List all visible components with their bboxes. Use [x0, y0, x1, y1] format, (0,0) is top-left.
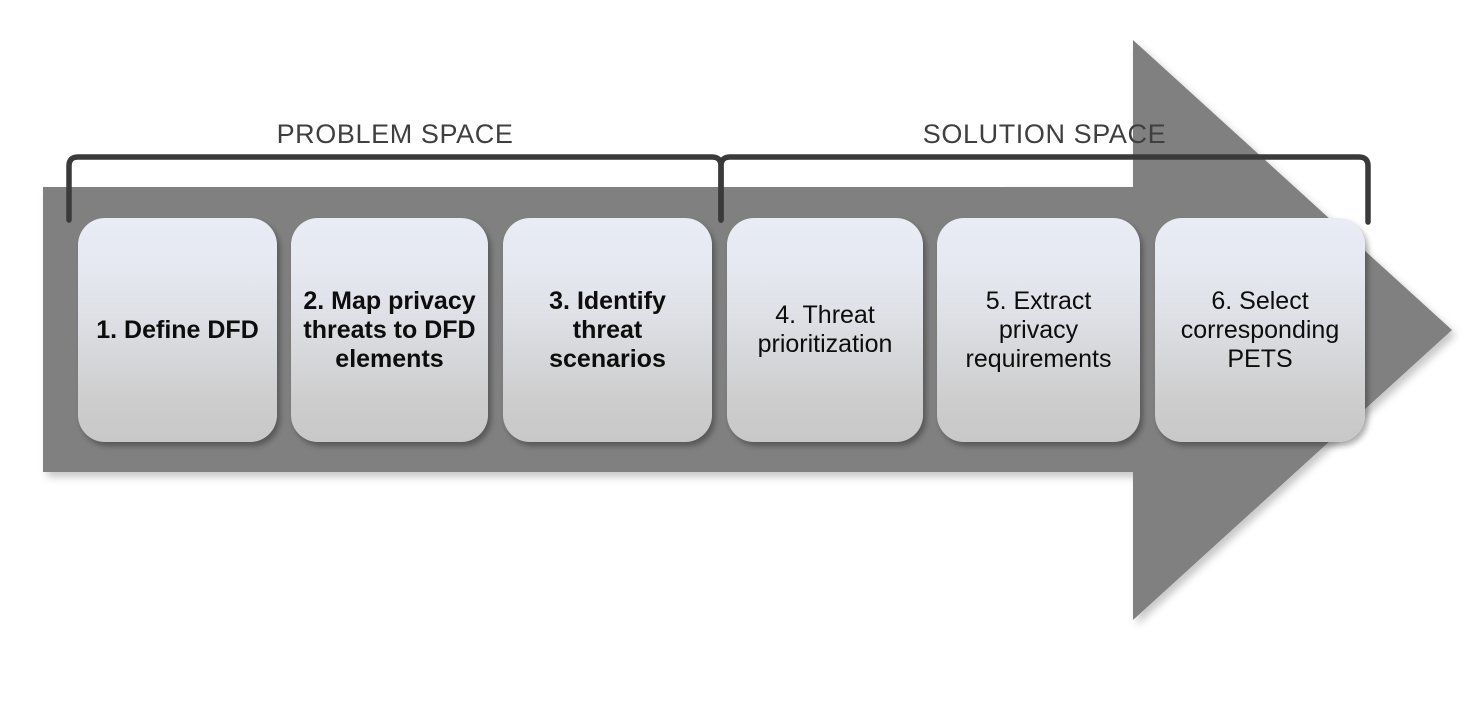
step-label-4: 4. Threat prioritization [757, 301, 893, 358]
step-label-5: 5. Extract privacy requirements [965, 286, 1112, 373]
step-label-3: 3. Identify threat scenarios [549, 286, 666, 373]
bracket-solution-space [718, 154, 1371, 225]
step-box-1[interactable]: 1. Define DFD [78, 218, 277, 442]
step-box-2[interactable]: 2. Map privacy threats to DFD elements [291, 218, 488, 442]
step-box-6[interactable]: 6. Select corresponding PETS [1155, 218, 1365, 442]
step-label-1: 1. Define DFD [96, 315, 259, 344]
phase-label-solution-space: SOLUTION SPACE [922, 119, 1167, 149]
step-box-3[interactable]: 3. Identify threat scenarios [503, 218, 712, 442]
step-label-2: 2. Map privacy threats to DFD elements [303, 286, 476, 373]
step-box-5[interactable]: 5. Extract privacy requirements [937, 218, 1140, 442]
phase-label-problem-space: PROBLEM SPACE [276, 119, 514, 149]
step-label-6: 6. Select corresponding PETS [1180, 286, 1340, 373]
step-box-4[interactable]: 4. Threat prioritization [727, 218, 923, 442]
